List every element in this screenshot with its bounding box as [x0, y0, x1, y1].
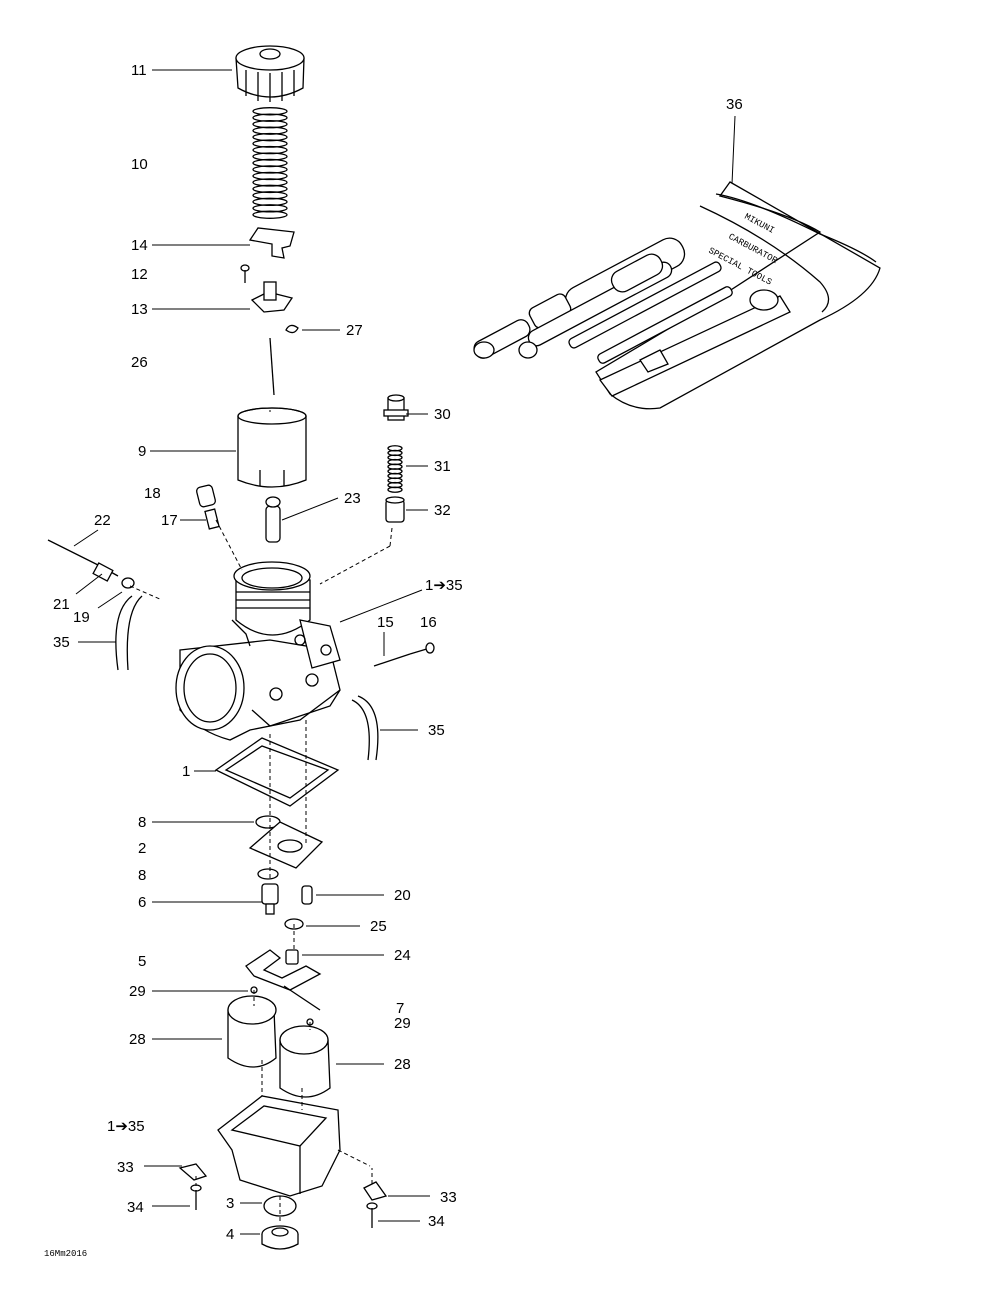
starter-plunger — [385, 496, 405, 523]
callout-1-35-bottom: 1➔35 — [107, 1118, 145, 1135]
callout-13: 13 — [131, 301, 148, 318]
callout-18: 18 — [144, 485, 161, 502]
callout-21: 21 — [53, 596, 70, 613]
callout-29-left: 29 — [129, 983, 146, 1000]
callout-8-upper: 8 — [138, 814, 146, 831]
callout-11: 11 — [131, 62, 147, 79]
callout-30: 30 — [434, 406, 451, 423]
callout-5: 5 — [138, 953, 146, 970]
needle-clip — [285, 324, 299, 334]
callout-28-right: 28 — [394, 1056, 411, 1073]
callout-2: 2 — [138, 840, 146, 857]
throttle-spring — [252, 107, 288, 219]
callout-16: 16 — [420, 614, 437, 631]
small-screw — [240, 264, 250, 283]
callout-28-left: 28 — [129, 1031, 146, 1048]
callout-35-right: 35 — [428, 722, 445, 739]
float-right — [279, 1025, 331, 1098]
callout-31: 31 — [434, 458, 451, 475]
float-left — [227, 995, 277, 1068]
cap-nut — [235, 45, 305, 102]
float-chamber-gasket — [214, 737, 340, 807]
screw-left — [190, 1184, 202, 1210]
float-arm — [245, 949, 322, 1011]
starter-spring — [387, 445, 403, 493]
callout-4: 4 — [226, 1226, 234, 1243]
callout-12: 12 — [131, 266, 148, 283]
pilot-jet — [301, 885, 313, 905]
cap-and-adjuster — [196, 484, 220, 530]
drain-plug — [261, 1225, 299, 1250]
callout-9: 9 — [138, 443, 146, 460]
callout-7: 7 — [396, 1000, 404, 1017]
callout-33-right: 33 — [440, 1189, 457, 1206]
vent-hose-left — [115, 595, 143, 671]
assembly-guides — [129, 410, 393, 1222]
callout-27: 27 — [346, 322, 363, 339]
callout-1-35-top: 1➔35 — [425, 577, 463, 594]
callout-22: 22 — [94, 512, 111, 529]
leader-lines — [73, 69, 736, 1235]
callout-labels: 11 10 14 12 13 27 26 30 31 9 18 17 23 32… — [53, 62, 743, 1243]
needle-jet — [265, 496, 281, 543]
callout-24: 24 — [394, 947, 411, 964]
carburetor-body — [175, 561, 341, 741]
callout-34-left: 34 — [127, 1199, 144, 1216]
baffle-plate — [248, 821, 324, 869]
lock-plate-right — [363, 1181, 388, 1201]
callout-6: 6 — [138, 894, 146, 911]
callout-19: 19 — [73, 609, 90, 626]
spring-seat — [248, 227, 295, 259]
callout-10: 10 — [131, 156, 148, 173]
callout-1: 1 — [182, 763, 190, 780]
callout-33-left: 33 — [117, 1159, 134, 1176]
figure-code: 16Mm2016 — [44, 1249, 87, 1259]
callout-35-left: 35 — [53, 634, 70, 651]
starter-plunger-fitting — [383, 394, 409, 421]
callout-36: 36 — [726, 96, 743, 113]
lock-plate-left — [178, 1163, 208, 1181]
callout-15: 15 — [377, 614, 394, 631]
pilot-air-screw — [373, 642, 435, 667]
callout-17: 17 — [161, 512, 178, 529]
callout-25: 25 — [370, 918, 387, 935]
needle-retainer — [250, 281, 294, 313]
kit-brand-text: MIKUNI — [743, 212, 776, 236]
callout-32: 32 — [434, 502, 451, 519]
screw-right — [366, 1202, 378, 1228]
callout-23: 23 — [344, 490, 361, 507]
idle-adjust-screw — [47, 539, 135, 589]
jet-needle — [269, 337, 275, 396]
throttle-valve — [237, 407, 307, 488]
special-tools-kit: MIKUNI CARBURATOR SPECIAL TOOLS — [473, 181, 881, 410]
callout-3: 3 — [226, 1195, 234, 1212]
callout-8-lower: 8 — [138, 867, 146, 884]
callout-34-right: 34 — [428, 1213, 445, 1230]
main-jet — [261, 883, 279, 915]
callout-20: 20 — [394, 887, 411, 904]
callout-26: 26 — [131, 354, 148, 371]
o-ring-lower — [257, 868, 279, 880]
float-bowl — [217, 1095, 341, 1197]
callout-14: 14 — [131, 237, 148, 254]
callout-29-right: 29 — [394, 1015, 411, 1032]
vent-hose-right — [351, 695, 379, 761]
